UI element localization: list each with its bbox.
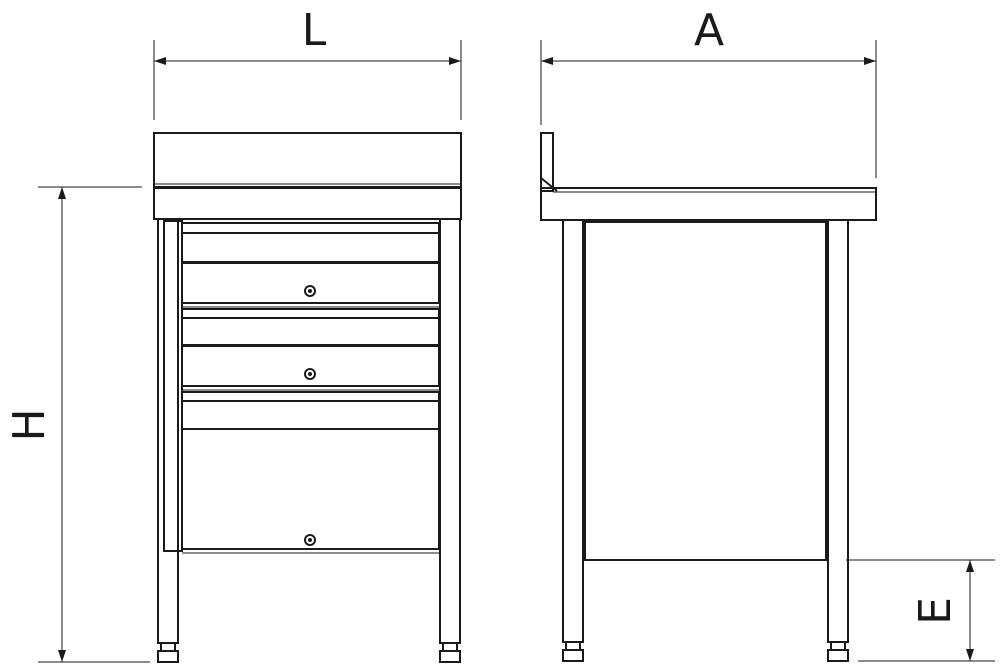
depth-label: A	[694, 5, 724, 56]
drawer-top	[181, 262, 440, 308]
drawer-middle-handle-icon	[304, 368, 316, 380]
dimension-leg-clearance: E	[846, 559, 995, 662]
drawer-middle	[181, 345, 440, 391]
side-panel	[584, 221, 827, 561]
side-leg-right	[827, 219, 849, 662]
drawer-top-handle-icon	[304, 285, 316, 297]
front-worktop	[153, 132, 462, 220]
door-handle-icon	[304, 534, 316, 546]
front-leg-right	[439, 218, 461, 663]
width-label: L	[302, 5, 327, 56]
dimension-width: L	[153, 5, 462, 120]
height-label: H	[4, 408, 55, 441]
dimension-depth: A	[540, 5, 877, 178]
side-view: A E	[540, 5, 995, 662]
front-leg-left	[157, 218, 179, 663]
leg-clearance-label: E	[910, 597, 961, 625]
drawer-unit	[163, 220, 440, 554]
door-bottom	[181, 428, 440, 554]
side-leg-left	[562, 219, 584, 662]
dimension-height: H	[4, 186, 150, 663]
side-worktop	[540, 132, 877, 221]
front-view: L H	[4, 5, 462, 663]
